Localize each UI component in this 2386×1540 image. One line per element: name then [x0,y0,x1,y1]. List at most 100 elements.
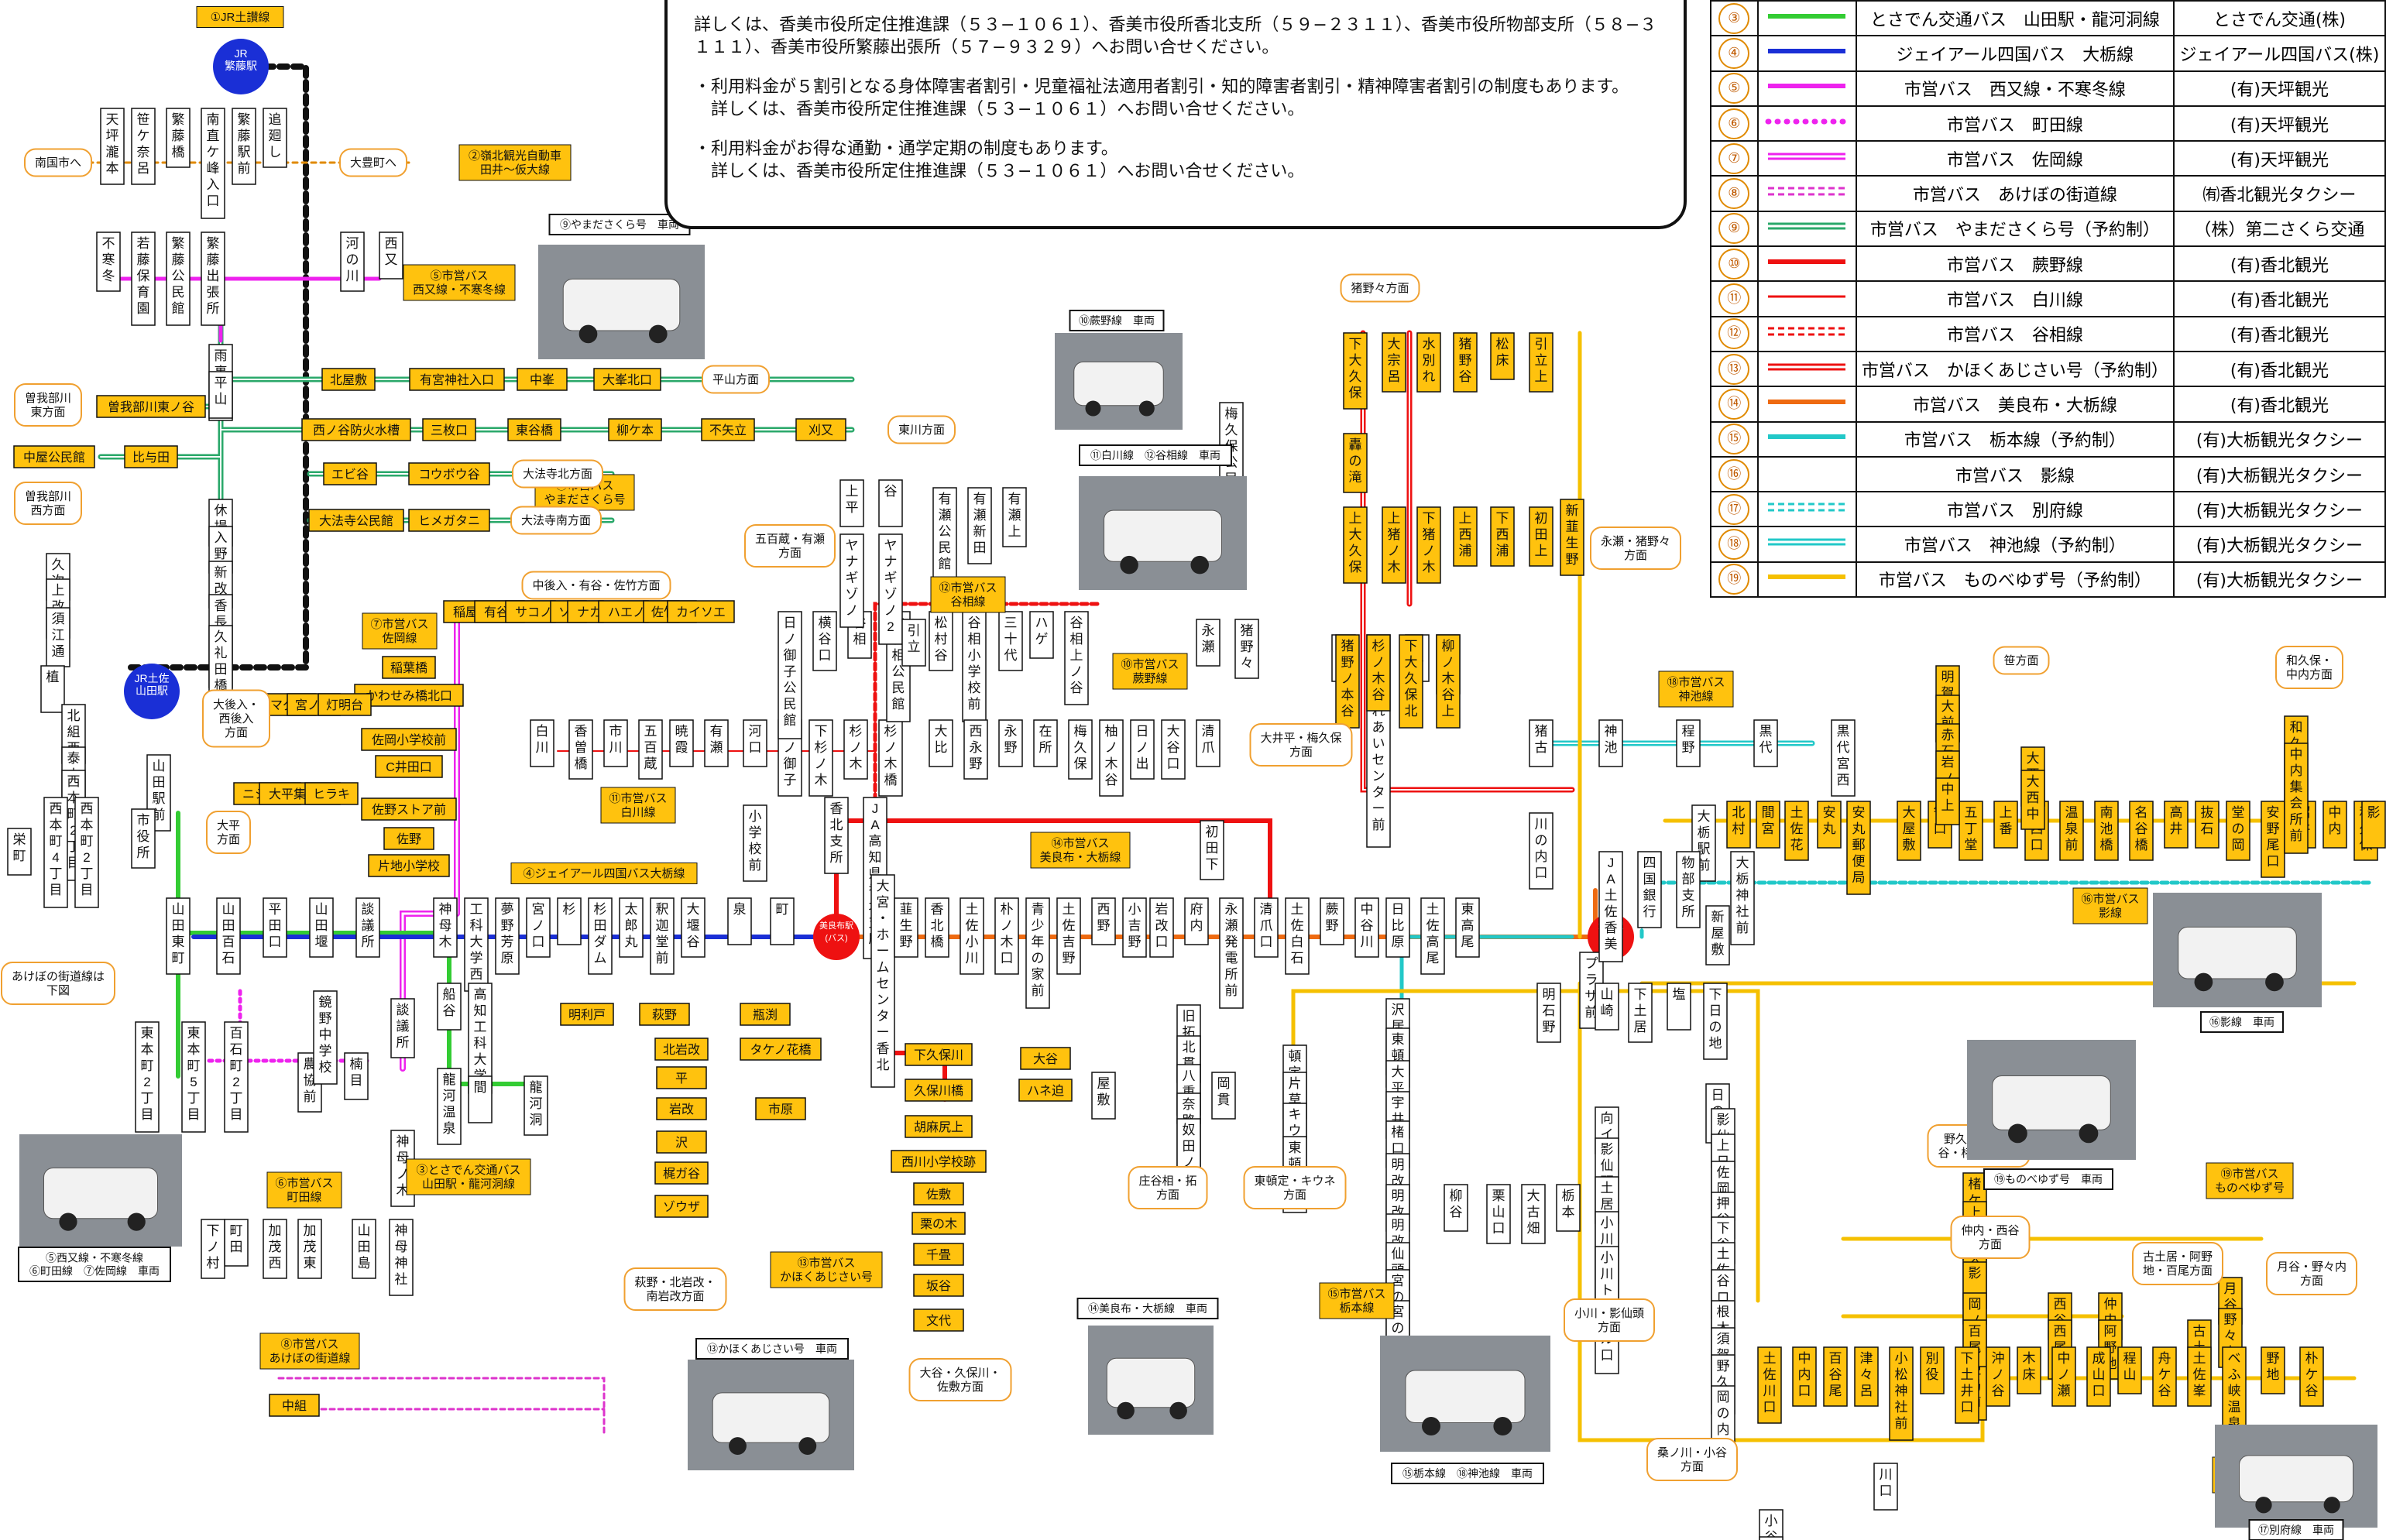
bus-stop[interactable]: 土佐高尾 [1420,897,1445,975]
bus-stop[interactable]: 下ノ村 [201,1219,225,1279]
bus-stop[interactable]: 佐野ストア前 [361,797,457,821]
bus-stop[interactable]: 北岩改 [654,1038,709,1061]
bus-stop[interactable]: ヒラキ [304,782,359,805]
bus-stop[interactable]: 名谷橋 [2129,801,2154,861]
bus-stop[interactable]: 青少年の家前 [1025,897,1050,1009]
bus-stop[interactable]: 成山口 [2086,1346,2111,1407]
bus-stop[interactable]: 小吉野 [1122,897,1147,958]
bus-stop[interactable]: 上番 [1993,801,2018,849]
bus-stop[interactable]: 別役 [1920,1346,1945,1394]
bus-stop[interactable]: 小谷 [1759,1509,1783,1540]
bus-stop[interactable]: 龍河洞 [524,1075,548,1136]
bus-stop[interactable]: 山田東町 [166,897,191,975]
bus-stop[interactable]: 杉ノ木谷 [1366,634,1391,712]
bus-stop[interactable]: 香曽橋 [568,719,593,780]
bus-stop[interactable]: 大宮・ホームセンター香北 [870,874,895,1088]
bus-stop[interactable]: 谷相小学校前 [962,611,987,722]
bus-stop[interactable]: 宮ノ口 [526,897,551,958]
bus-stop[interactable]: 安野尾口 [2261,801,2285,878]
bus-stop[interactable]: 高知工科大学 [468,983,493,1094]
bus-stop[interactable]: 在所 [1033,719,1058,767]
bus-stop[interactable]: 五百蔵 [638,719,663,780]
bus-stop[interactable]: 市原 [755,1097,806,1120]
bus-stop[interactable]: C井田口 [375,755,443,778]
bus-stop[interactable]: 西又 [379,232,403,280]
bus-stop[interactable]: 朴ケ谷 [2299,1346,2324,1407]
bus-stop[interactable]: 大宗呂 [1382,332,1406,393]
bus-stop[interactable]: 明改 [1385,1184,1410,1232]
bus-stop[interactable]: 有瀬公民館 [932,487,957,581]
bus-stop[interactable]: 有瀬上 [1002,487,1027,547]
bus-stop[interactable]: 永野 [998,719,1023,767]
bus-stop[interactable]: 安丸郵便局 [1846,801,1871,895]
bus-stop[interactable]: 大栃神社前 [1730,851,1755,945]
bus-stop[interactable]: タケノ花橋 [740,1038,822,1061]
bus-stop[interactable]: 下大久保 [1343,332,1368,410]
bus-stop[interactable]: 稲葉橋 [382,656,436,679]
bus-stop[interactable]: 四国銀行 [1637,851,1662,928]
bus-stop[interactable]: 杉ノ木橋 [878,719,903,797]
bus-stop[interactable]: 三枚口 [422,418,476,441]
bus-stop[interactable]: 栗の木 [911,1212,966,1235]
bus-stop[interactable]: 柳ノ木谷上 [1436,634,1461,729]
bus-stop[interactable]: 百谷尾 [1823,1346,1848,1407]
bus-stop[interactable]: 岡貫 [1211,1072,1236,1120]
bus-stop[interactable]: 泉 [727,897,752,945]
bus-stop[interactable]: 平山 [208,371,233,419]
hub-jr-shigetou[interactable] [213,39,269,94]
bus-stop[interactable]: 下日の地 [1703,983,1728,1060]
bus-stop[interactable]: 文代 [913,1308,964,1332]
bus-stop[interactable]: 安丸 [1817,801,1842,849]
bus-stop[interactable]: 上西浦 [1453,506,1478,567]
bus-stop[interactable]: 香北橋 [925,897,949,958]
bus-stop[interactable]: 神母ノ木 [390,1130,415,1207]
bus-stop[interactable]: 天坪瀧本 [100,108,125,185]
bus-stop[interactable]: 繁藤橋 [166,108,191,168]
bus-stop[interactable]: 程野 [1676,719,1701,767]
bus-stop[interactable]: 杉田ダム [588,897,613,975]
bus-stop[interactable]: 黒代 [1753,719,1778,767]
bus-stop[interactable]: 中内口 [1792,1346,1817,1407]
bus-stop[interactable]: 太郎丸 [619,897,644,958]
bus-stop[interactable]: 香北支所 [824,797,849,874]
bus-stop[interactable]: 下土井口 [1955,1346,1979,1424]
bus-stop[interactable]: 沖ノ谷 [1986,1346,2010,1407]
bus-stop[interactable]: 中谷川 [1354,897,1379,958]
bus-stop[interactable]: 松村谷 [929,611,953,671]
bus-stop[interactable]: 津々呂 [1854,1346,1879,1407]
bus-stop[interactable]: 灯明台 [318,693,372,716]
bus-stop[interactable]: 引立上 [1529,332,1553,393]
bus-stop[interactable]: 上大久保 [1343,506,1368,584]
bus-stop[interactable]: カイソエ [667,600,735,623]
bus-stop[interactable]: 杉 [557,897,582,945]
bus-stop[interactable]: 谷 [878,479,903,527]
bus-stop[interactable]: 鏡野中学校 [313,990,338,1085]
bus-stop[interactable]: 岩改口 [1149,897,1174,958]
bus-stop[interactable]: 談議所 [390,998,415,1058]
bus-stop[interactable]: 繁藤駅前 [232,108,256,185]
bus-stop[interactable]: 佐岡小学校前 [361,728,457,751]
bus-stop[interactable]: 初田上 [1529,506,1553,567]
bus-stop[interactable]: 程山 [2117,1346,2142,1394]
bus-stop[interactable]: 沢 [656,1130,707,1154]
bus-stop[interactable]: 栗山口 [1486,1184,1511,1244]
bus-stop[interactable]: 三十代 [998,611,1023,671]
bus-stop[interactable]: 土佐峯 [2187,1346,2212,1407]
bus-stop[interactable]: 堂の岡 [2226,801,2250,861]
bus-stop[interactable]: コウボウ谷 [408,462,490,485]
bus-stop[interactable]: 明石野 [1536,983,1561,1043]
bus-stop[interactable]: 大栃駅前 [1691,804,1716,882]
bus-stop[interactable]: 塩 [1667,983,1691,1031]
bus-stop[interactable]: 大法寺公民館 [308,509,404,532]
bus-stop[interactable]: 植 [40,665,65,713]
bus-stop[interactable]: 町 [770,897,795,945]
bus-stop[interactable]: 中内集会所前 [2284,743,2309,854]
bus-stop[interactable]: ハゲ [1029,611,1054,659]
bus-stop[interactable]: 南池橋 [2094,801,2119,861]
bus-stop[interactable]: 土佐吉野 [1056,897,1081,975]
bus-stop[interactable]: 川の内口 [1529,812,1553,890]
bus-stop[interactable]: 上平 [839,479,864,527]
bus-stop[interactable]: ハネ迫 [1018,1079,1073,1102]
bus-stop[interactable]: 大屋敷 [1897,801,1921,861]
